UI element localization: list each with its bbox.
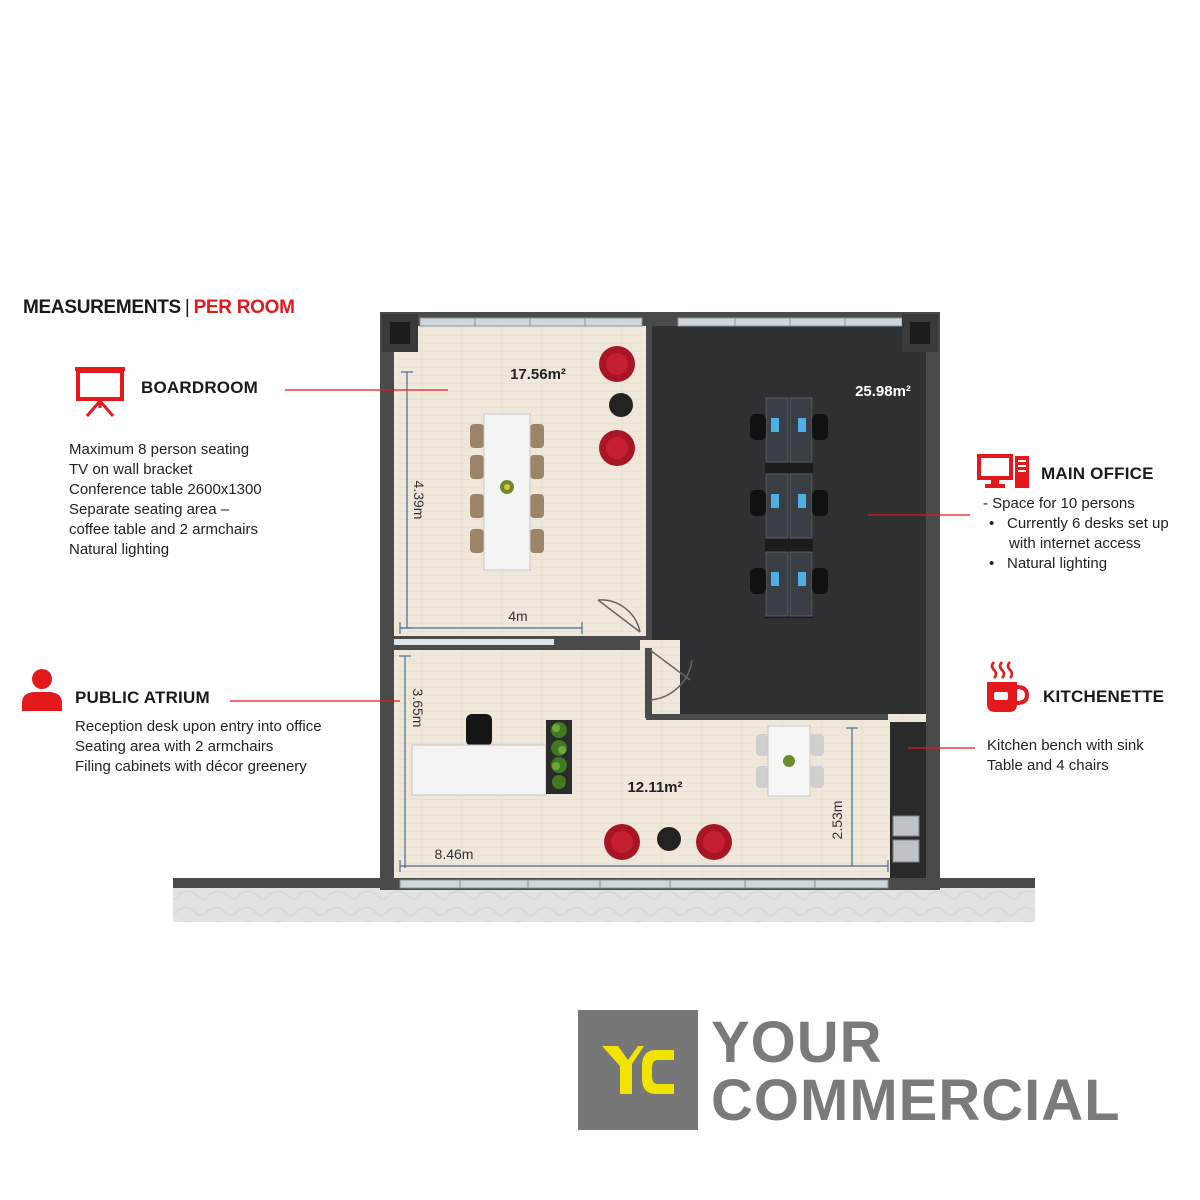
title-left: MEASUREMENTS xyxy=(23,297,181,318)
main-office-details: - Space for 10 persons Currently 6 desks… xyxy=(983,494,1169,574)
main-office-heading: MAIN OFFICE xyxy=(1041,464,1154,483)
office-desks xyxy=(750,397,828,618)
boardroom-area-label: 17.56m² xyxy=(510,366,566,383)
atrium-area-label: 12.11m² xyxy=(627,779,682,796)
brand-logo-mark xyxy=(578,1010,698,1130)
kitchen-table xyxy=(756,725,824,797)
desktop-computer-icon xyxy=(977,454,1031,490)
page-title: MEASUREMENTS|PER ROOM xyxy=(23,297,295,319)
brand-logo-text: YOUR COMMERCIAL xyxy=(711,1014,1121,1130)
atrium-armchairs xyxy=(604,824,732,860)
boardroom-line: TV on wall bracket xyxy=(69,461,193,478)
atrium-line: Filing cabinets with décor greenery xyxy=(75,758,307,775)
main-office-area-label: 25.98m² xyxy=(855,383,911,400)
dim-atrium-height-label: 3.65m xyxy=(410,689,426,728)
boardroom-armchairs xyxy=(599,346,635,466)
main-office-intro: - Space for 10 persons xyxy=(983,495,1135,512)
boardroom-line: Maximum 8 person seating xyxy=(69,441,250,458)
boundary-wall-right xyxy=(933,878,1035,888)
wall-boardroom-office xyxy=(646,326,652,626)
logo-line-2: COMMERCIAL xyxy=(711,1068,1121,1133)
kitchenette-line: Kitchen bench with sink xyxy=(987,737,1144,754)
boardroom-line: Conference table 2600x1300 xyxy=(69,481,262,498)
boardroom-line: Separate seating area – xyxy=(69,501,230,518)
public-atrium-details: Reception desk upon entry into office Se… xyxy=(75,717,322,777)
boundary-wall-left xyxy=(173,878,383,888)
atrium-line: Reception desk upon entry into office xyxy=(75,718,322,735)
dimension-lines xyxy=(399,371,889,872)
corner-columns xyxy=(382,314,938,352)
title-separator: | xyxy=(184,297,190,318)
kitchenette-line: Table and 4 chairs xyxy=(987,757,1109,774)
person-icon xyxy=(20,667,64,711)
boardroom-heading: BOARDROOM xyxy=(141,378,259,397)
dim-kitchen-height-label: 2.53m xyxy=(829,801,845,840)
main-office-bullet-continued: with internet access xyxy=(1009,535,1141,552)
main-office-bullet: Currently 6 desks set up xyxy=(983,514,1169,534)
conference-table-group xyxy=(470,413,544,571)
coffee-cup-icon xyxy=(985,660,1029,714)
atrium-line: Seating area with 2 armchairs xyxy=(75,738,274,755)
kitchenette-details: Kitchen bench with sink Table and 4 chai… xyxy=(987,736,1144,776)
logo-line-1: YOUR xyxy=(711,1010,883,1075)
ground-strip xyxy=(173,887,1035,922)
public-atrium-heading: PUBLIC ATRIUM xyxy=(75,688,210,707)
presentation-board-icon xyxy=(73,364,127,418)
boardroom-line: coffee table and 2 armchairs xyxy=(69,521,259,538)
reception-desk xyxy=(411,714,572,796)
dim-atrium-width-label: 8.46m xyxy=(435,846,474,862)
dim-boardroom-width-label: 4m xyxy=(508,608,527,624)
wall-office-kitchen xyxy=(646,714,888,720)
kitchen-bench xyxy=(890,722,926,878)
yc-logo-icon xyxy=(602,1046,674,1094)
dim-boardroom-height-label: 4.39m xyxy=(411,481,427,520)
kitchenette-heading: KITCHENETTE xyxy=(1043,687,1165,706)
boardroom-line: Natural lighting xyxy=(69,541,170,558)
main-office-bullet: Natural lighting xyxy=(983,554,1169,574)
boardroom-details: Maximum 8 person seating TV on wall brac… xyxy=(69,440,262,560)
title-right: PER ROOM xyxy=(193,297,295,318)
